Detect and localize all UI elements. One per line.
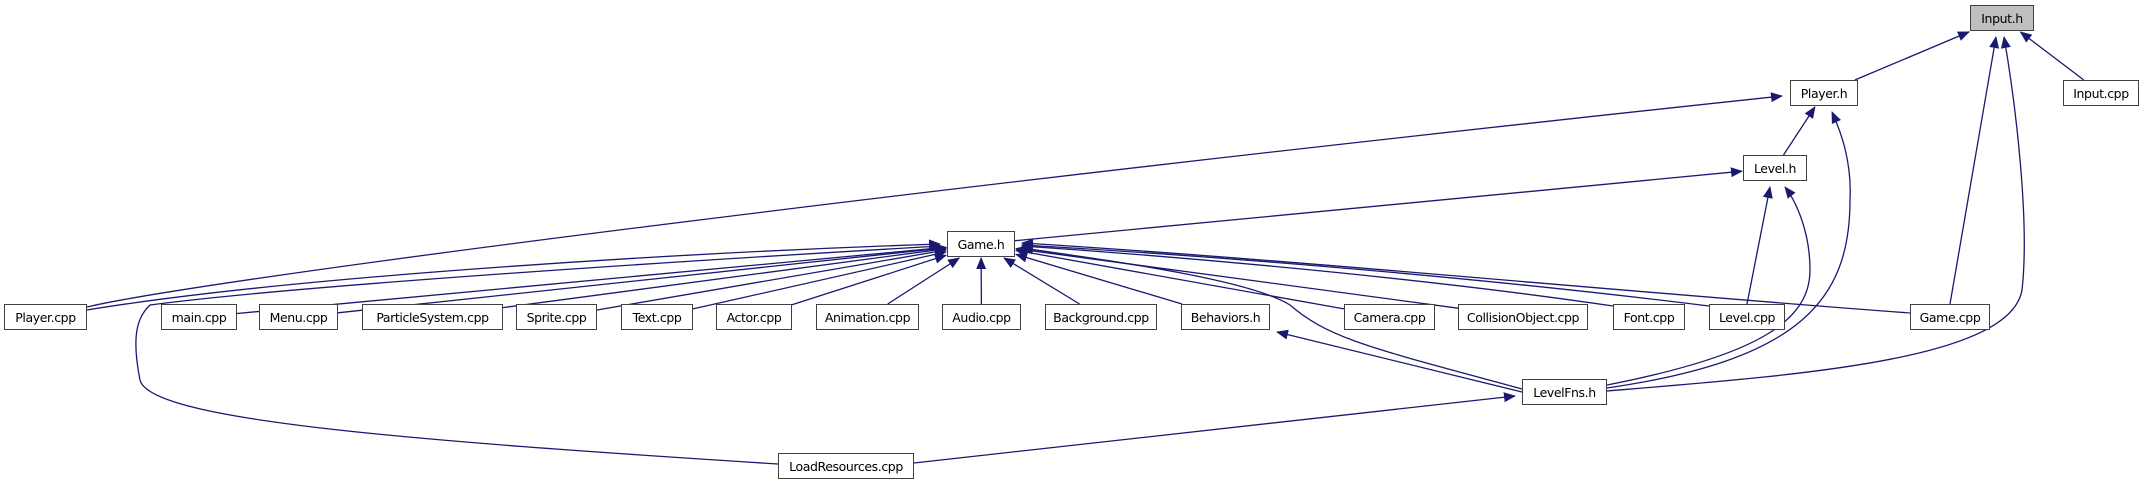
node-levelfns-h[interactable]: LevelFns.h — [1522, 379, 1607, 405]
edge-font-cpp-to-game-h — [1021, 241, 1614, 307]
edge-background-cpp-to-game-h — [1003, 257, 1080, 305]
node-camera-cpp[interactable]: Camera.cpp — [1344, 304, 1435, 330]
edge-input-cpp-to-input-h — [2019, 31, 2085, 81]
edge-level-cpp-to-game-h — [1021, 240, 1710, 307]
node-text-cpp[interactable]: Text.cpp — [621, 304, 693, 330]
node-level-h[interactable]: Level.h — [1743, 155, 1807, 181]
edge-menu-cpp-to-game-h — [337, 243, 947, 314]
node-particlesystem-cpp[interactable]: ParticleSystem.cpp — [362, 304, 503, 330]
edge-actor-cpp-to-game-h — [791, 253, 947, 306]
edge-loadresources-cpp-to-levelfns-h — [913, 392, 1516, 464]
edge-player-cpp-to-player-h — [86, 92, 1783, 308]
node-game-h[interactable]: Game.h — [947, 231, 1015, 257]
edge-levelfns-h-to-player-h — [1606, 111, 1851, 389]
edge-player-cpp-to-game-h — [86, 239, 941, 311]
edge-sprite-cpp-to-game-h — [596, 246, 947, 311]
edge-particlesystem-cpp-to-game-h — [502, 245, 947, 309]
node-player-h[interactable]: Player.h — [1790, 80, 1858, 106]
node-behaviors-h[interactable]: Behaviors.h — [1181, 304, 1270, 330]
edge-game-cpp-to-game-h — [1021, 238, 1911, 314]
node-audio-cpp[interactable]: Audio.cpp — [942, 304, 1021, 330]
edge-text-cpp-to-game-h — [692, 249, 947, 310]
node-background-cpp[interactable]: Background.cpp — [1045, 304, 1157, 330]
node-loadresources-cpp[interactable]: LoadResources.cpp — [778, 453, 914, 479]
edge-level-h-to-player-h — [1782, 106, 1816, 156]
edge-camera-cpp-to-game-h — [1015, 247, 1345, 310]
node-level-cpp[interactable]: Level.cpp — [1709, 304, 1785, 330]
edge-animation-cpp-to-game-h — [887, 257, 961, 305]
edge-levelfns-h-to-game-h — [1021, 244, 1523, 390]
edge-level-cpp-to-level-h — [1746, 186, 1773, 305]
node-font-cpp[interactable]: Font.cpp — [1613, 304, 1685, 330]
node-actor-cpp[interactable]: Actor.cpp — [716, 304, 792, 330]
edge-levelfns-h-to-behaviors-h — [1276, 329, 1523, 393]
edge-loadresources-cpp-to-game-h — [135, 241, 941, 465]
edge-game-h-to-level-h — [1014, 167, 1743, 242]
edge-collisionobject-cpp-to-game-h — [1015, 245, 1459, 309]
node-menu-cpp[interactable]: Menu.cpp — [259, 304, 338, 330]
edge-levelfns-h-to-input-h — [1606, 36, 2025, 392]
edge-behaviors-h-to-game-h — [1015, 252, 1183, 305]
node-collisionobject-cpp[interactable]: CollisionObject.cpp — [1458, 304, 1588, 330]
node-player-cpp[interactable]: Player.cpp — [4, 304, 87, 330]
node-game-cpp[interactable]: Game.cpp — [1910, 304, 1990, 330]
edge-main-cpp-to-game-h — [236, 243, 947, 315]
node-main-cpp[interactable]: main.cpp — [161, 304, 237, 330]
node-sprite-cpp[interactable]: Sprite.cpp — [516, 304, 597, 330]
edge-game-cpp-to-input-h — [1949, 36, 2000, 305]
edge-player-h-to-input-h — [1854, 31, 1970, 81]
node-input-cpp[interactable]: Input.cpp — [2063, 80, 2139, 106]
node-input-h[interactable]: Input.h — [1970, 5, 2034, 31]
node-animation-cpp[interactable]: Animation.cpp — [816, 304, 919, 330]
edge-levelfns-h-to-level-h — [1606, 186, 1811, 386]
